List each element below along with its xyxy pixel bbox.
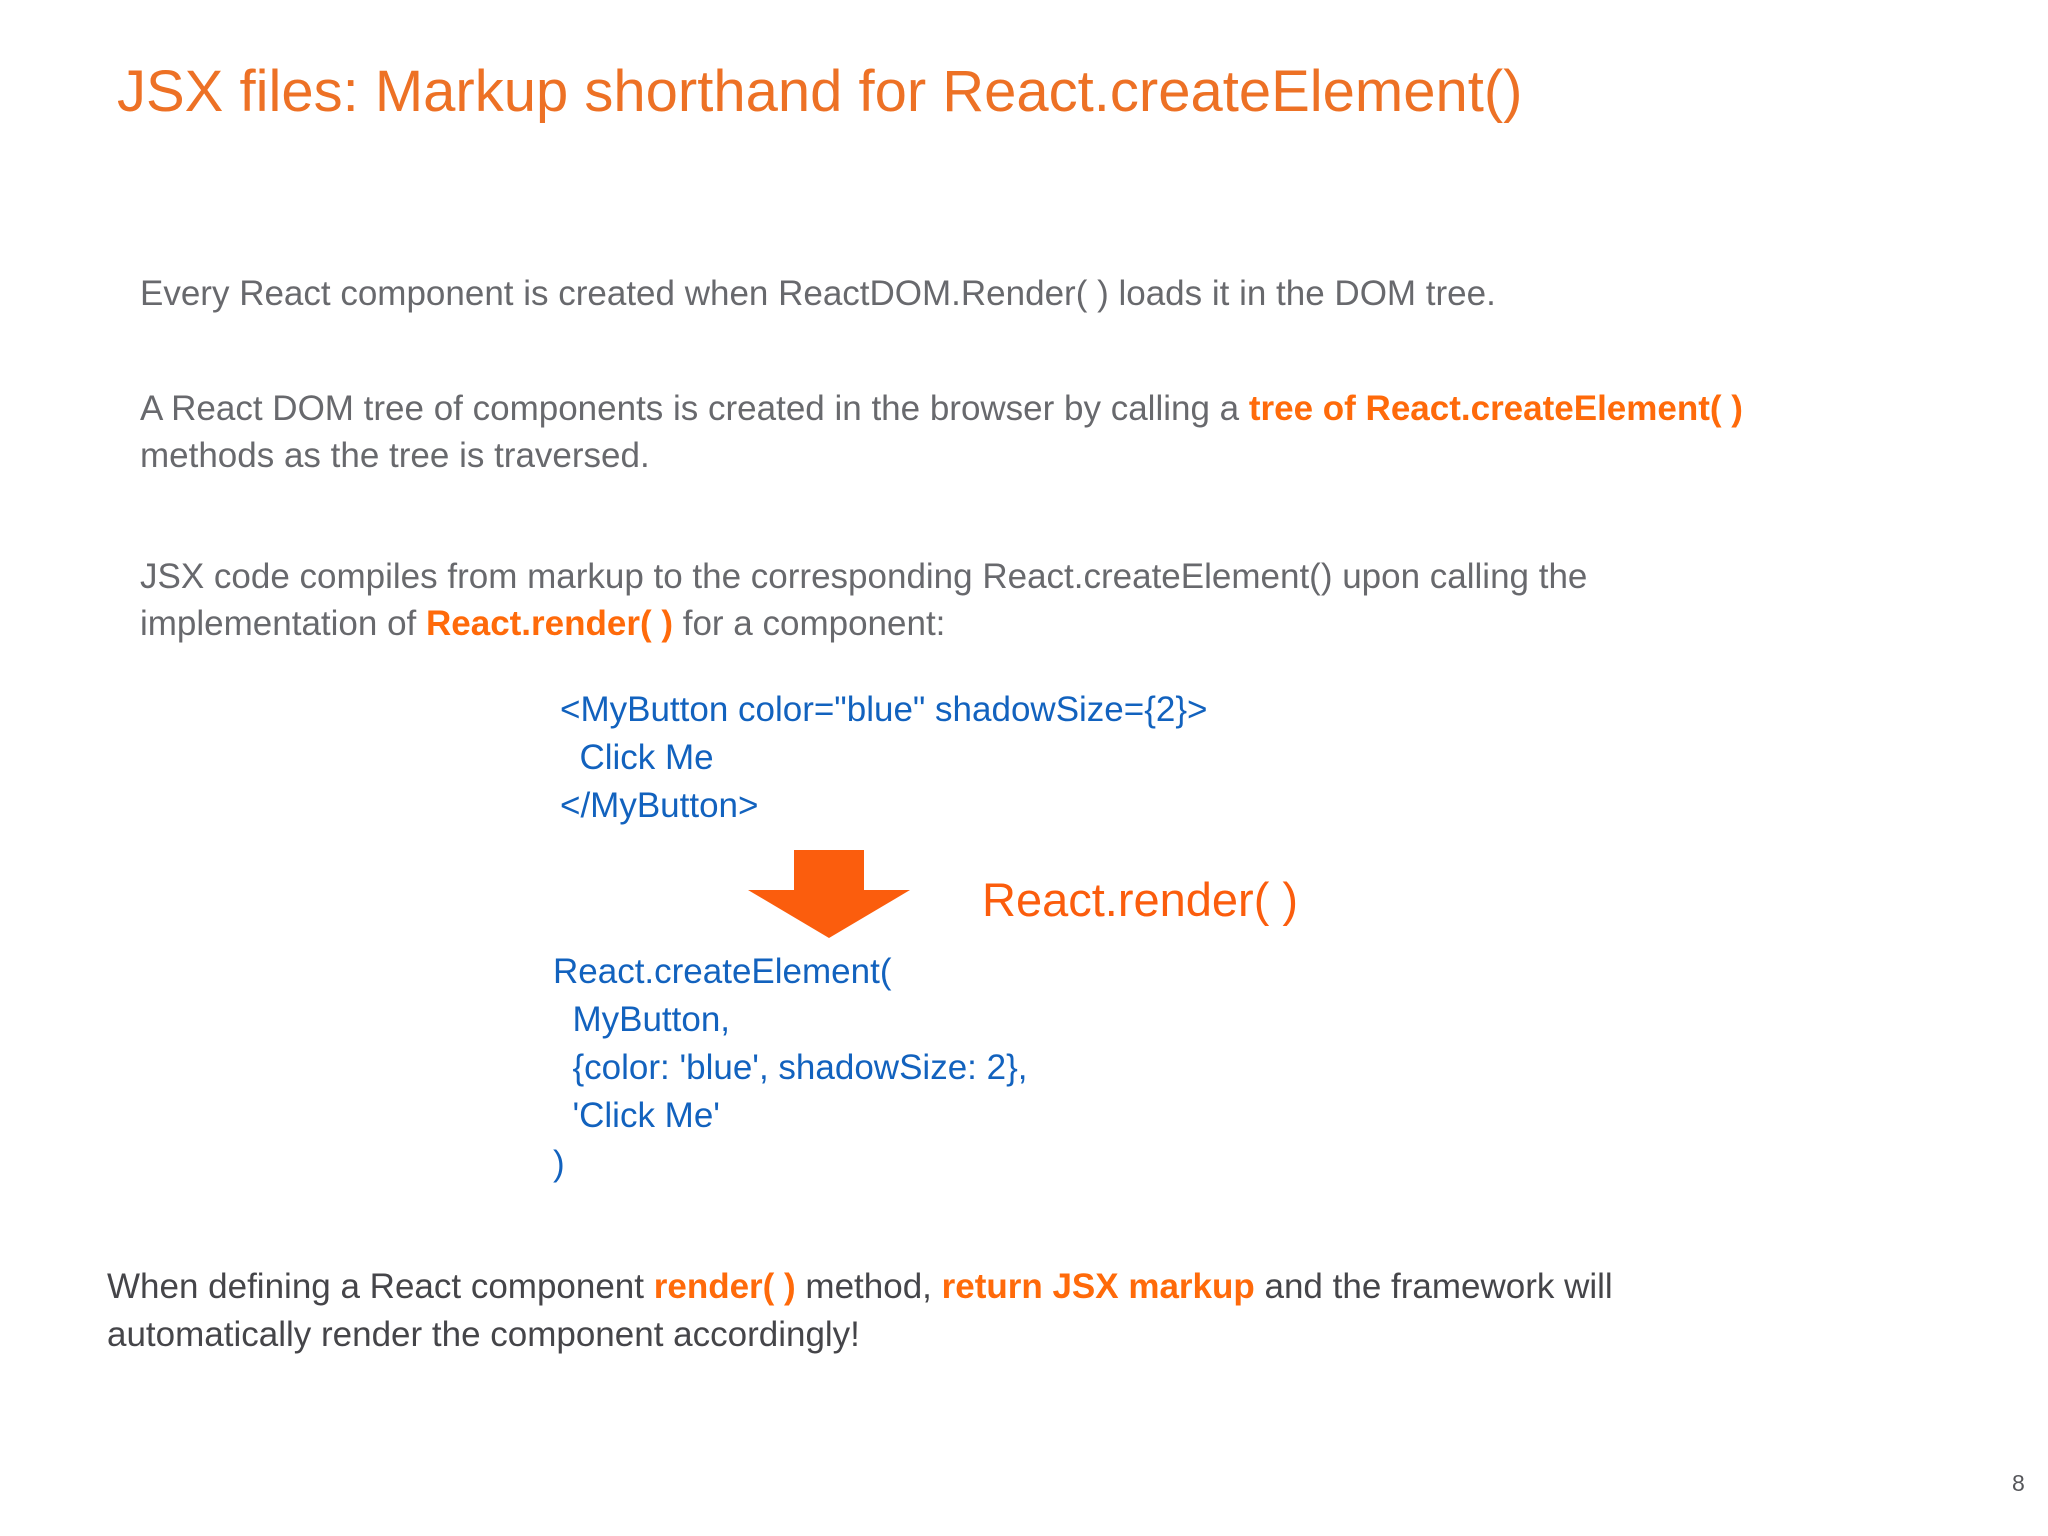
code-createelement-line-4: 'Click Me' bbox=[553, 1096, 720, 1135]
down-arrow-icon bbox=[748, 850, 910, 938]
paragraph-dom-tree-seg1: A React DOM tree of components is create… bbox=[140, 389, 1249, 428]
page-number: 8 bbox=[2012, 1470, 2025, 1496]
code-block-createelement: React.createElement( MyButton, {color: '… bbox=[553, 948, 1027, 1188]
code-jsx-line-1: <MyButton color="blue" shadowSize={2}> bbox=[560, 690, 1208, 729]
down-arrow-shape bbox=[748, 850, 910, 938]
code-createelement-line-3: {color: 'blue', shadowSize: 2}, bbox=[553, 1048, 1028, 1087]
paragraph-intro-text: Every React component is created when Re… bbox=[140, 274, 1496, 313]
emphasis-render-method: render( ) bbox=[653, 1267, 796, 1306]
code-createelement-line-5: ) bbox=[553, 1144, 565, 1183]
paragraph-dom-tree-seg2: methods as the tree is traversed. bbox=[140, 436, 650, 475]
paragraph-intro: Every React component is created when Re… bbox=[140, 270, 1496, 317]
react-render-label: React.render( ) bbox=[982, 873, 1299, 926]
code-jsx-line-3: </MyButton> bbox=[560, 786, 759, 825]
code-jsx-line-2: Click Me bbox=[560, 738, 714, 777]
code-block-jsx-markup: <MyButton color="blue" shadowSize={2}> C… bbox=[560, 686, 1208, 830]
emphasis-return-jsx-markup: return JSX markup bbox=[941, 1267, 1255, 1306]
code-createelement-line-2: MyButton, bbox=[553, 1000, 731, 1039]
paragraph-closing-seg2: method, bbox=[795, 1267, 942, 1306]
code-createelement-line-1: React.createElement( bbox=[553, 952, 892, 991]
paragraph-closing-line2: automatically render the component accor… bbox=[107, 1315, 860, 1354]
slide-title: JSX files: Markup shorthand for React.cr… bbox=[117, 59, 1523, 124]
paragraph-jsx-compiles-seg2: for a component: bbox=[673, 604, 946, 643]
paragraph-jsx-compiles-seg1: implementation of bbox=[140, 604, 426, 643]
emphasis-tree-of-createelement: tree of React.createElement( ) bbox=[1248, 389, 1743, 428]
emphasis-react-render: React.render( ) bbox=[425, 604, 674, 643]
paragraph-jsx-compiles-line1: JSX code compiles from markup to the cor… bbox=[140, 557, 1588, 596]
paragraph-closing: When defining a React component render( … bbox=[107, 1263, 1613, 1359]
paragraph-jsx-compiles: JSX code compiles from markup to the cor… bbox=[140, 553, 1587, 647]
paragraph-closing-seg1: When defining a React component bbox=[107, 1267, 654, 1306]
paragraph-dom-tree: A React DOM tree of components is create… bbox=[140, 385, 1743, 479]
paragraph-closing-seg3: and the framework will bbox=[1254, 1267, 1613, 1306]
